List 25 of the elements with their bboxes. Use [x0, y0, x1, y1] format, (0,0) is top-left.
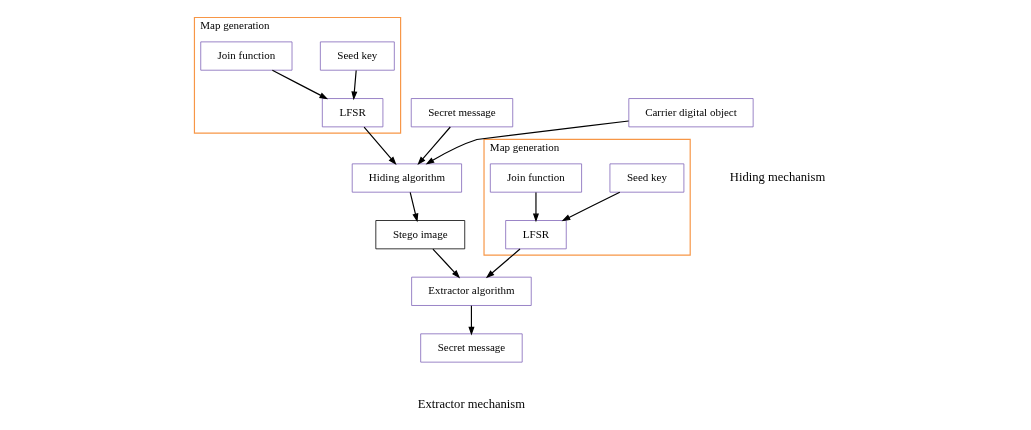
node-box: Join function	[489, 163, 582, 193]
arrow	[432, 248, 461, 279]
node-box: LFSR	[321, 98, 384, 128]
label: Hiding mechanism	[729, 170, 826, 185]
arrow	[425, 120, 630, 165]
node-box: Seed key	[609, 163, 685, 193]
node-box: Hiding algorithm	[351, 163, 462, 193]
arrow	[532, 191, 539, 223]
node-box: Extractor algorithm	[411, 276, 532, 306]
node-box: Join function	[200, 41, 293, 71]
arrow	[409, 191, 419, 223]
node-box: Seed key	[319, 41, 395, 71]
arrow	[363, 126, 397, 166]
arrow	[468, 305, 475, 336]
label: Extractor mechanism	[417, 396, 526, 411]
arrow	[351, 69, 358, 101]
arrow	[271, 69, 329, 100]
arrow	[485, 248, 521, 279]
node-box: LFSR	[505, 220, 567, 250]
node-box: Secret message	[420, 333, 523, 363]
node-box: Carrier digital object	[628, 98, 754, 128]
node-box: Stego image	[375, 220, 466, 250]
arrow	[417, 126, 451, 166]
node-box: Secret message	[410, 98, 514, 128]
arrow	[561, 191, 621, 222]
